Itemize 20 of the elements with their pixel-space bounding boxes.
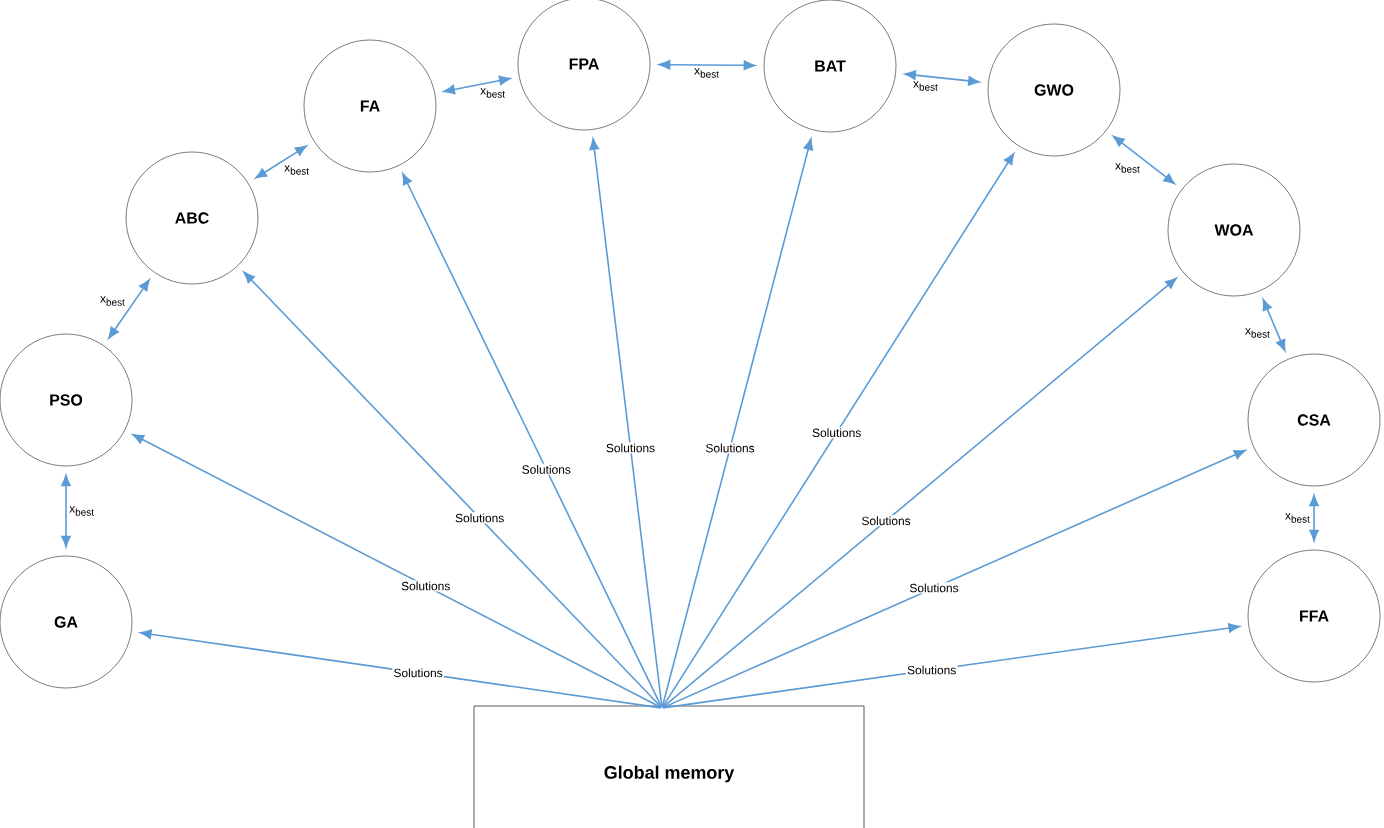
arrow: [132, 433, 662, 709]
arrow: [904, 70, 980, 86]
arrow: [1309, 494, 1319, 542]
arrow: [662, 277, 1177, 709]
arrow: [1112, 135, 1176, 185]
arrow: [589, 138, 663, 708]
arrow: [658, 59, 756, 71]
arrow: [443, 75, 511, 95]
arrow: [243, 271, 663, 709]
arrow: [662, 449, 1246, 709]
arrow: [61, 474, 71, 548]
arrow: [402, 173, 663, 708]
arrow: [140, 629, 662, 709]
arrow: [661, 138, 814, 708]
arrow: [1262, 298, 1286, 352]
memory-box: Global memory: [473, 705, 865, 828]
arrow: [108, 279, 150, 339]
arrow: [255, 145, 307, 179]
arrow: [661, 153, 1015, 708]
arrow: [662, 623, 1240, 709]
